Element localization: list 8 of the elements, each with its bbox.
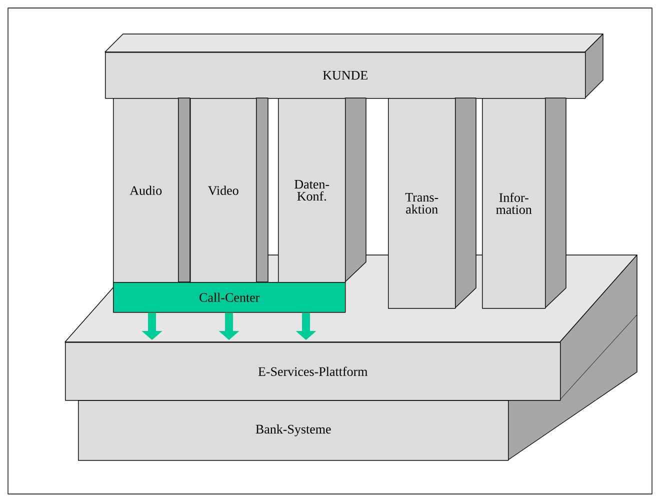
column-block: Infor- mation <box>482 98 566 309</box>
column-block: Video <box>190 98 268 283</box>
node-label: E-Services-Plattform <box>258 366 368 376</box>
column-block: Audio <box>113 98 190 283</box>
beam-block: KUNDE <box>104 34 604 99</box>
column-block: Trans- aktion <box>388 98 476 309</box>
platform-slab: Bank-Systeme <box>78 400 596 461</box>
column-block: Daten- Konf. <box>278 98 366 283</box>
